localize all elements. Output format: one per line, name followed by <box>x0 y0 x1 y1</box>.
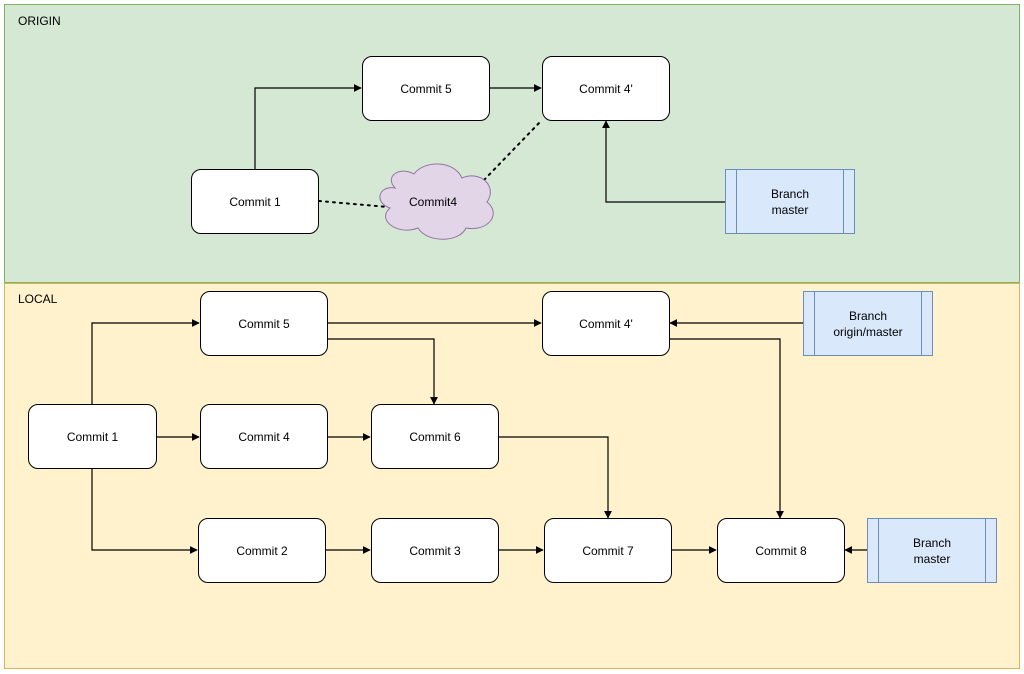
edge-origin-cloud-c4p-dotted <box>483 120 542 181</box>
local-branch-master-line2: master <box>913 551 951 566</box>
origin-panel: ORIGIN <box>4 4 1020 283</box>
origin-commit-1[interactable]: Commit 1 <box>191 169 319 234</box>
local-commit-2[interactable]: Commit 2 <box>198 518 326 583</box>
origin-commit-4-prime[interactable]: Commit 4' <box>542 56 670 121</box>
local-branch-origin-master-line2: origin/master <box>833 324 903 339</box>
local-branch-master[interactable]: Branch master <box>867 518 997 583</box>
origin-branch-master-line1: Branch <box>770 186 810 201</box>
origin-title: ORIGIN <box>18 14 61 28</box>
edge-origin-c1-cloud-dotted <box>318 200 389 208</box>
origin-commit-4-cloud-label: Commit4 <box>409 195 458 209</box>
origin-commit-5[interactable]: Commit 5 <box>362 56 490 121</box>
local-commit-5[interactable]: Commit 5 <box>200 291 328 356</box>
local-commit-8[interactable]: Commit 8 <box>717 518 845 583</box>
edge-local-c4p-c8 <box>670 338 784 519</box>
local-branch-master-line1: Branch <box>912 535 952 550</box>
commit4-cloud-shape <box>379 163 494 240</box>
local-branch-origin-master[interactable]: Branch origin/master <box>803 291 933 356</box>
local-commit-6[interactable]: Commit 6 <box>371 404 499 469</box>
edge-local-c1-c2 <box>91 469 198 554</box>
origin-branch-master-line2: master <box>771 202 809 217</box>
local-commit-3[interactable]: Commit 3 <box>371 518 499 583</box>
edge-origin-c1-c5 <box>254 84 362 169</box>
edge-local-c6-c7 <box>499 436 612 519</box>
edge-local-c5-c6 <box>328 338 438 405</box>
edge-local-c1-c5 <box>91 319 200 404</box>
local-commit-4-prime[interactable]: Commit 4' <box>542 291 670 356</box>
local-title: LOCAL <box>18 292 58 306</box>
local-branch-origin-master-line1: Branch <box>848 308 887 323</box>
edge-origin-master-c4p <box>602 120 725 203</box>
origin-branch-master[interactable]: Branch master <box>725 169 855 234</box>
local-commit-7[interactable]: Commit 7 <box>544 518 672 583</box>
local-commit-1[interactable]: Commit 1 <box>28 404 157 469</box>
local-commit-4[interactable]: Commit 4 <box>200 404 328 469</box>
